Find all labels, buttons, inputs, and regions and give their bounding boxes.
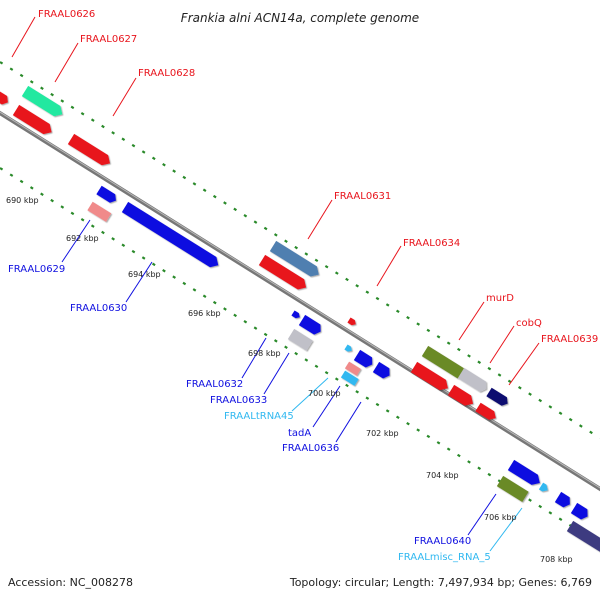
gene-label[interactable]: FRAAL0627 [80,34,137,45]
leader-line [291,377,329,412]
gene-label[interactable]: FRAAL0634 [403,238,460,249]
gene-arrow-fraal0630[interactable] [121,201,222,270]
forward-strand-genes [0,85,510,423]
genome-backbone [0,110,600,492]
tick-label: 698 kbp [248,349,281,358]
leader-line [489,325,515,364]
gene-arrow[interactable] [353,349,376,370]
gene-label[interactable]: cobQ [516,318,542,329]
gene-arrow-fraal0626[interactable] [21,85,66,119]
position-ticks: 690 kbp 692 kbp 694 kbp 696 kbp 698 kbp … [6,196,573,564]
gene-label[interactable]: FRAALtRNA45 [224,411,294,422]
gene-arrow[interactable] [566,520,600,553]
leader-line [312,385,341,428]
gene-arrow[interactable] [298,314,324,337]
gene-arrow[interactable] [570,502,591,522]
gene-label[interactable]: FRAAL0629 [8,264,65,275]
leader-line [61,219,91,263]
gene-arrow-fraal0640[interactable] [496,475,529,502]
gene-label[interactable]: FRAAL0640 [414,536,471,547]
tick-label: 706 kbp [484,513,517,522]
gene-label[interactable]: tadA [288,428,311,439]
gene-label[interactable]: FRAALmisc_RNA_5 [398,552,491,563]
leader-line [263,352,290,395]
gene-arrow-fraal0639[interactable] [486,387,510,408]
leader-line [307,199,333,240]
gene-arrow[interactable] [0,90,11,107]
leader-line [467,493,497,536]
gene-label[interactable]: FRAAL0632 [186,379,243,390]
tick-label: 704 kbp [426,471,459,480]
gene-arrow-fraal0634[interactable] [347,317,357,326]
tick-label: 692 kbp [66,234,99,243]
gene-arrow-murd[interactable] [421,345,467,381]
gene-label[interactable]: FRAAL0626 [38,9,95,20]
leader-line [54,42,79,83]
leader-line [376,245,402,287]
gene-arrow[interactable] [554,491,573,510]
leader-line [335,401,362,443]
tick-label: 694 kbp [128,270,161,279]
accession-text: Accession: NC_008278 [8,576,133,589]
tick-label: 702 kbp [366,429,399,438]
gene-arrow-fraal0628[interactable] [67,133,113,169]
gene-arrow[interactable] [507,459,543,488]
leader-line [112,77,137,117]
gene-arrow-fraal0631[interactable] [269,240,322,280]
gene-arrow-tada[interactable] [344,361,361,376]
gene-label[interactable]: FRAAL0636 [282,443,339,454]
tick-label: 708 kbp [540,555,573,564]
gene-arrow[interactable] [96,185,118,205]
gene-arrow-fraalmisc-rna-5[interactable] [538,482,550,494]
leader-line [11,16,36,58]
leader-line [125,261,153,303]
outer-dotted-track [0,61,600,439]
upper-leader-lines [11,16,540,386]
tick-label: 696 kbp [188,309,221,318]
gene-arrow-fraaltrna45[interactable] [344,344,353,353]
gene-label[interactable]: FRAAL0633 [210,395,267,406]
gene-label[interactable]: FRAAL0631 [334,191,391,202]
gene-label[interactable]: murD [486,293,514,304]
gene-label[interactable]: FRAAL0630 [70,303,127,314]
gene-arrow-fraal0627[interactable] [12,104,55,137]
leader-line [458,301,485,341]
gene-arrow-fraal0629[interactable] [87,201,112,222]
leader-line [241,337,267,379]
genome-backbone-highlight [0,111,600,489]
lower-leader-lines [61,219,523,552]
upper-gene-labels: FRAAL0626 FRAAL0627 FRAAL0628 FRAAL0631 … [38,9,598,345]
gene-arrow-fraal0633[interactable] [287,328,313,351]
gene-arrow[interactable] [410,361,451,393]
gene-arrow-fraal0632[interactable] [291,310,301,319]
topology-summary: Topology: circular; Length: 7,497,934 bp… [289,576,592,589]
gene-arrow[interactable] [372,361,393,381]
tick-label: 690 kbp [6,196,39,205]
leader-line [489,507,523,552]
gene-arrow[interactable] [258,254,309,293]
gene-arrow[interactable] [475,402,498,423]
lower-gene-labels: FRAAL0629 FRAAL0630 FRAAL0632 FRAAL0633 … [8,264,491,563]
gene-arrow-fraal0636[interactable] [340,370,359,386]
leader-line [508,342,540,386]
map-title: Frankia alni ACN14a, complete genome [181,11,419,25]
gene-label[interactable]: FRAAL0639 [541,334,598,345]
gene-label[interactable]: FRAAL0628 [138,68,195,79]
gene-arrow-cobq[interactable] [457,367,490,394]
gene-arrow[interactable] [447,384,476,409]
reverse-strand-genes [87,185,600,553]
tick-label: 700 kbp [308,389,341,398]
